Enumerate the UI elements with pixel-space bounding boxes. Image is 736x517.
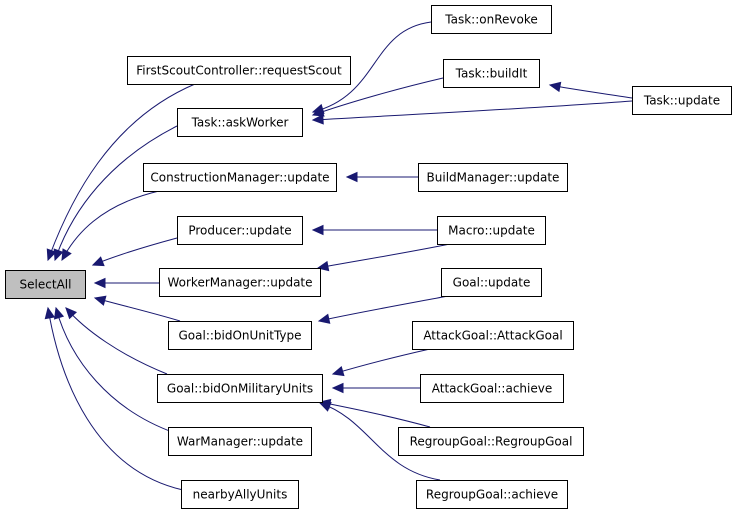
node-label: ConstructionManager::update [150,171,329,185]
edge-bidmilitary-to-selectall-arrowhead [65,307,78,320]
node-box [168,427,312,456]
node-box [127,56,351,85]
node-regroupctor[interactable]: RegroupGoal::RegroupGoal [398,427,584,456]
node-box [143,163,337,192]
edge-nearbyally-to-selectall [47,307,184,491]
node-label: WorkerManager::update [167,276,312,290]
node-onrevoke[interactable]: Task::onRevoke [431,5,552,34]
edge-taskupdate-to-askworker-arrowhead [311,114,324,125]
edge-warmgr-to-selectall [55,307,176,434]
edge-warmgr-to-selectall-arrowhead [53,306,65,320]
node-workermgr[interactable]: WorkerManager::update [159,268,321,297]
edge-taskupdate-to-askworker [312,100,633,121]
node-macro[interactable]: Macro::update [437,216,546,245]
edge-firstscout-to-selectall-arrowhead [46,248,57,262]
node-box [416,480,568,509]
edge-bidmilitary-to-selectall [65,307,168,375]
node-producer[interactable]: Producer::update [177,216,303,245]
node-box [168,321,312,350]
edge-buildmgr-to-constrmgr-arrowhead [345,171,358,183]
node-label: Goal::bidOnMilitaryUnits [167,382,313,396]
edge-onrevoke-to-askworker [312,21,432,113]
node-box [5,270,86,299]
edge-buildit-to-askworker [312,77,444,116]
node-selectall[interactable]: SelectAll [5,270,86,299]
node-box [420,374,564,403]
node-label: WarManager::update [177,435,303,449]
edge-askworker-to-selectall-arrowhead [53,248,64,262]
node-box [181,480,299,509]
node-box [443,59,540,88]
edge-bidunittype-to-selectall [94,297,181,322]
edge-producer-to-selectall-arrowhead [91,256,105,267]
node-box [159,268,321,297]
node-label: RegroupGoal::achieve [426,488,558,502]
node-label: Producer::update [188,224,291,238]
node-label: Goal::update [453,276,531,290]
node-buildmgr[interactable]: BuildManager::update [418,163,568,192]
edge-producer-to-selectall [92,237,178,266]
edge-taskupdate-to-buildit [549,84,633,99]
node-bidunittype[interactable]: Goal::bidOnUnitType [168,321,312,350]
node-label: SelectAll [20,278,72,292]
edge-workermgr-to-selectall-arrowhead [93,277,106,289]
node-label: Task::askWorker [191,116,289,130]
edge-attackachieve-to-bidmilitary-arrowhead [331,382,344,394]
node-box [418,163,568,192]
edge-taskupdate-to-buildit-arrowhead [548,81,562,93]
node-box [431,5,552,34]
node-warmgr[interactable]: WarManager::update [168,427,312,456]
node-label: Goal::bidOnUnitType [178,329,301,343]
node-label: AttackGoal::achieve [432,382,552,396]
node-firstscout[interactable]: FirstScoutController::requestScout [127,56,351,85]
node-label: Task::buildIt [455,67,528,81]
edge-regroupctor-to-bidmilitary [319,401,431,428]
node-attackctor[interactable]: AttackGoal::AttackGoal [412,321,574,350]
node-box [177,216,303,245]
node-constrmgr[interactable]: ConstructionManager::update [143,163,337,192]
edge-attackctor-to-bidmilitary-arrowhead [331,365,345,377]
node-label: BuildManager::update [427,171,560,185]
node-label: Task::update [643,94,720,108]
node-bidmilitary[interactable]: Goal::bidOnMilitaryUnits [157,374,323,403]
node-goalupdate[interactable]: Goal::update [441,268,542,297]
edges [44,21,633,491]
node-regroupachieve[interactable]: RegroupGoal::achieve [416,480,568,509]
node-box [157,374,323,403]
node-label: RegroupGoal::RegroupGoal [410,435,573,449]
edge-buildit-to-askworker-arrowhead [311,106,325,117]
node-askworker[interactable]: Task::askWorker [177,108,303,137]
edge-askworker-to-selectall [54,125,178,261]
node-label: Task::onRevoke [444,13,537,27]
edge-macro-to-producer-arrowhead [311,224,324,236]
node-box [398,427,584,456]
edge-attackctor-to-bidmilitary [332,348,431,375]
edge-nearbyally-to-selectall-arrowhead [44,306,56,320]
edge-firstscout-to-selectall [47,83,196,261]
node-box [632,86,732,115]
node-label: FirstScoutController::requestScout [136,64,342,78]
node-attackachieve[interactable]: AttackGoal::achieve [420,374,564,403]
edge-goalupdate-to-bidunittype-arrowhead [317,313,331,324]
edge-regroupachieve-to-bidmilitary-arrowhead [318,402,332,412]
node-box [412,321,574,350]
edge-regroupachieve-to-bidmilitary [319,402,441,481]
node-taskupdate[interactable]: Task::update [632,86,732,115]
edge-constrmgr-to-selectall-arrowhead [61,248,72,262]
node-label: AttackGoal::AttackGoal [423,329,562,343]
node-box [441,268,542,297]
edge-bidunittype-to-selectall-arrowhead [93,295,107,306]
node-label: Macro::update [448,224,535,238]
edge-macro-to-workermgr [317,243,451,269]
edge-constrmgr-to-selectall [61,190,160,261]
node-box [437,216,546,245]
node-buildit[interactable]: Task::buildIt [443,59,540,88]
node-label: nearbyAllyUnits [193,488,288,502]
node-nearbyally[interactable]: nearbyAllyUnits [181,480,299,509]
nodes: SelectAll FirstScoutController::requestSc… [5,5,732,509]
node-box [177,108,303,137]
edge-goalupdate-to-bidunittype [318,295,449,322]
